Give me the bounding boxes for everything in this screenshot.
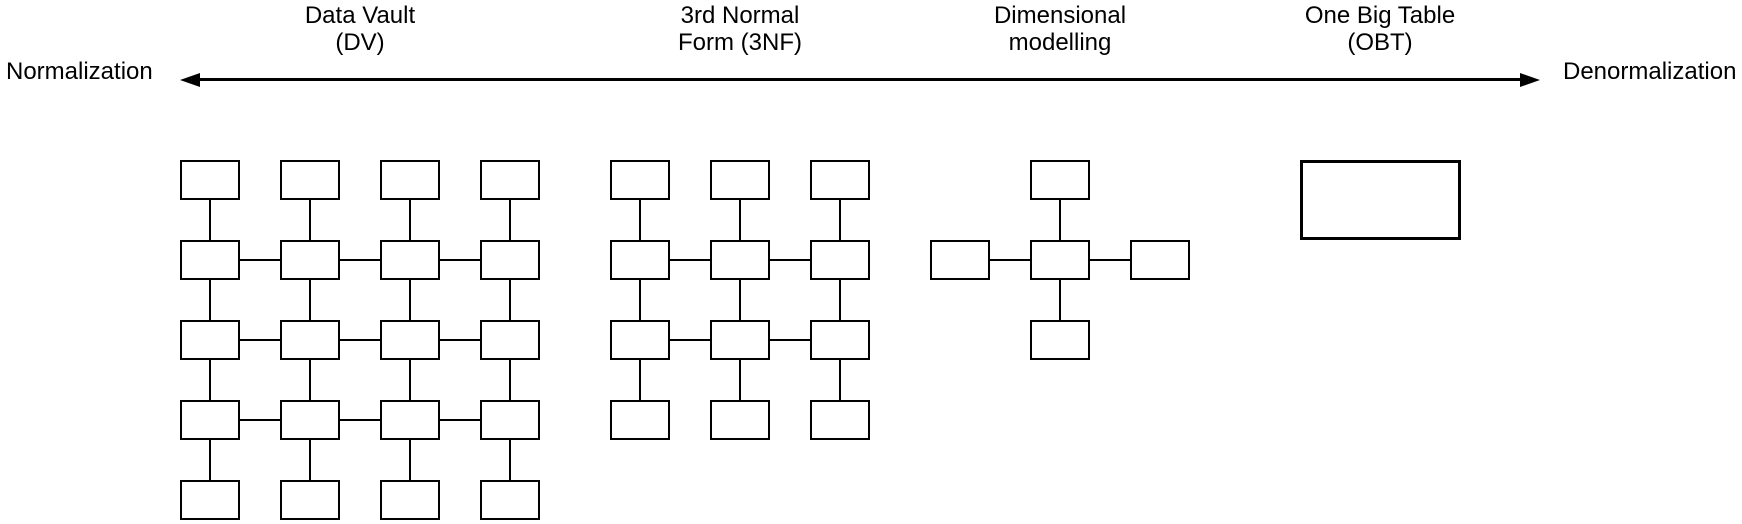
table-box-third-normal-form [610,240,670,280]
connector-line [209,200,211,240]
table-box-data-vault [480,320,540,360]
table-box-data-vault [380,320,440,360]
connector-line [509,360,511,400]
table-box-dimensional-modelling [1030,320,1090,360]
connector-line [309,280,311,320]
table-box-data-vault [480,160,540,200]
table-box-data-vault [180,320,240,360]
connector-line [839,360,841,400]
connector-line [240,339,280,341]
table-box-data-vault [380,480,440,520]
table-box-third-normal-form [810,160,870,200]
connector-line [1059,200,1061,240]
table-box-third-normal-form [810,240,870,280]
connector-line [440,419,480,421]
arrow-head-right-icon [1520,72,1540,87]
table-box-data-vault [280,160,340,200]
table-box-data-vault [380,160,440,200]
connector-line [309,360,311,400]
label-line: One Big Table [1304,2,1456,29]
connector-line [739,360,741,400]
connector-line [340,419,380,421]
table-box-third-normal-form [710,160,770,200]
label-line: Dimensional [993,2,1127,29]
table-box-third-normal-form [610,160,670,200]
table-box-data-vault [180,240,240,280]
connector-line [209,440,211,480]
connector-line [409,360,411,400]
connector-line [770,259,810,261]
label-data-vault: Data Vault (DV) [305,2,415,56]
connector-line [240,259,280,261]
connector-line [509,440,511,480]
table-box-third-normal-form [810,400,870,440]
connector-line [639,360,641,400]
connector-line [509,200,511,240]
connector-line [639,200,641,240]
connector-line [839,280,841,320]
connector-line [409,440,411,480]
connector-line [240,419,280,421]
table-box-dimensional-modelling [930,240,990,280]
connector-line [440,339,480,341]
label-line: Data Vault [304,2,416,29]
connector-line [1059,280,1061,320]
table-box-third-normal-form [610,400,670,440]
connector-line [440,259,480,261]
table-box-dimensional-modelling [1130,240,1190,280]
connector-line [309,200,311,240]
connector-line [409,280,411,320]
label-line: modelling [1008,29,1112,56]
connector-line [340,339,380,341]
table-box-dimensional-modelling [1030,160,1090,200]
connector-line [309,440,311,480]
connector-line [1090,259,1130,261]
table-box-third-normal-form [710,320,770,360]
table-box-data-vault [180,480,240,520]
table-box-third-normal-form [610,320,670,360]
table-box-data-vault [380,400,440,440]
table-box-third-normal-form [710,240,770,280]
normalization-label: Normalization [6,58,153,85]
fact-table-box-dimensional-modelling [1030,240,1090,280]
table-box-third-normal-form [710,400,770,440]
connector-line [209,280,211,320]
arrow-head-left-icon [180,72,200,87]
label-line: (OBT) [1347,29,1413,56]
table-box-data-vault [280,320,340,360]
connector-line [670,259,710,261]
table-box-data-vault [280,240,340,280]
table-box-data-vault [280,400,340,440]
connector-line [739,280,741,320]
table-box-data-vault [180,160,240,200]
connector-line [739,200,741,240]
label-one-big-table: One Big Table (OBT) [1305,2,1455,56]
label-line: 3rd Normal [680,2,800,29]
connector-line [770,339,810,341]
table-box-data-vault [480,480,540,520]
connector-line [409,200,411,240]
connector-line [670,339,710,341]
table-box-third-normal-form [810,320,870,360]
connector-line [639,280,641,320]
connector-line [340,259,380,261]
connector-line [509,280,511,320]
connector-line [990,259,1030,261]
table-box-data-vault [180,400,240,440]
label-line: (DV) [335,29,385,56]
connector-line [839,200,841,240]
arrow-shaft [195,78,1527,81]
table-box-data-vault [380,240,440,280]
label-third-normal-form: 3rd Normal Form (3NF) [678,2,802,56]
table-box-one-big-table [1300,160,1461,240]
connector-line [209,360,211,400]
label-line: Form (3NF) [678,29,802,56]
denormalization-label: Denormalization [1563,58,1737,85]
table-box-data-vault [480,400,540,440]
label-dimensional-modelling: Dimensional modelling [994,2,1126,56]
table-box-data-vault [480,240,540,280]
table-box-data-vault [280,480,340,520]
